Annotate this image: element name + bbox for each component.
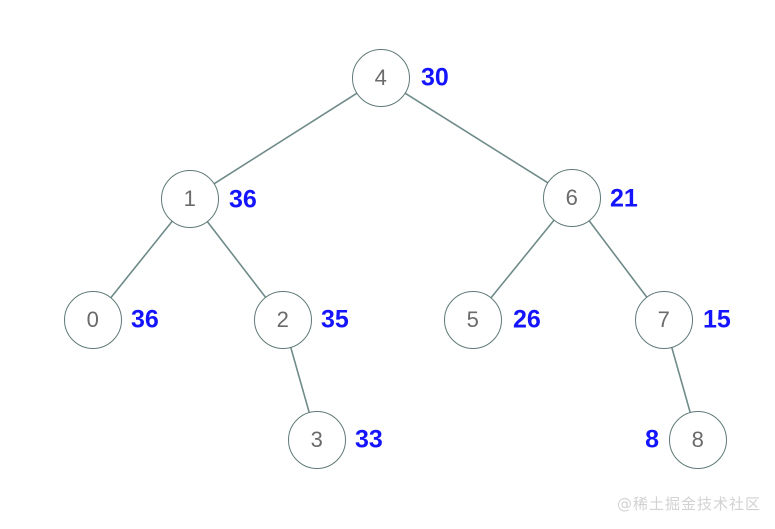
tree-node-5[interactable]: 5 bbox=[444, 291, 502, 349]
tree-node-weight-3: 33 bbox=[355, 425, 383, 454]
tree-node-weight-1: 36 bbox=[229, 185, 257, 214]
tree-node-weight-7: 15 bbox=[703, 305, 731, 334]
tree-edge bbox=[289, 346, 311, 414]
tree-edge bbox=[670, 346, 692, 414]
tree-edge bbox=[109, 220, 174, 299]
tree-node-label: 3 bbox=[310, 427, 324, 452]
tree-node-7[interactable]: 7 bbox=[635, 291, 693, 349]
tree-edge bbox=[489, 218, 556, 300]
tree-node-weight-8: 8 bbox=[645, 425, 659, 454]
watermark-label: @稀土掘金技术社区 bbox=[617, 495, 762, 513]
tree-node-0[interactable]: 0 bbox=[64, 291, 122, 349]
tree-edge bbox=[588, 219, 648, 299]
tree-node-6[interactable]: 6 bbox=[543, 169, 601, 227]
tree-node-1[interactable]: 1 bbox=[161, 170, 219, 228]
tree-node-label: 8 bbox=[691, 427, 705, 452]
tree-node-2[interactable]: 2 bbox=[254, 291, 312, 349]
tree-node-weight-0: 36 bbox=[131, 305, 159, 334]
tree-node-weight-4: 30 bbox=[421, 63, 449, 92]
tree-edge bbox=[206, 220, 267, 299]
tree-node-weight-5: 26 bbox=[513, 305, 541, 334]
tree-edge bbox=[212, 92, 359, 185]
tree-node-weight-2: 35 bbox=[321, 305, 349, 334]
tree-node-label: 5 bbox=[466, 307, 480, 332]
tree-node-label: 1 bbox=[183, 186, 197, 211]
tree-node-4[interactable]: 4 bbox=[352, 49, 410, 107]
tree-node-label: 0 bbox=[86, 307, 100, 332]
tree-node-weight-6: 21 bbox=[610, 184, 638, 213]
tree-node-label: 2 bbox=[276, 307, 290, 332]
tree-edge bbox=[403, 92, 550, 184]
tree-node-label: 4 bbox=[374, 65, 388, 90]
tree-node-8[interactable]: 8 bbox=[669, 411, 727, 469]
tree-node-3[interactable]: 3 bbox=[288, 411, 346, 469]
tree-node-label: 7 bbox=[657, 307, 671, 332]
tree-node-label: 6 bbox=[565, 185, 579, 210]
